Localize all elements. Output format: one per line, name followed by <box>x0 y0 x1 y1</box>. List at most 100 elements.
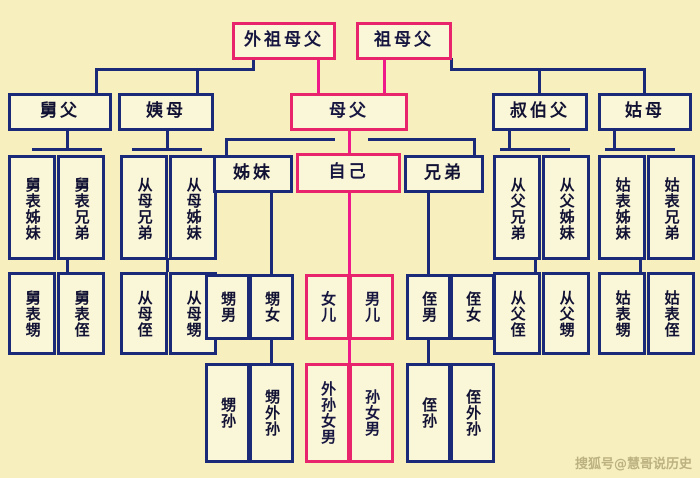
label-paternal-uncle-child-2: 从父姊妹 <box>557 176 576 241</box>
connector-maternal-uncle-down <box>66 131 69 151</box>
box-maternal-aunt[interactable]: 姨母 <box>118 93 214 131</box>
box-brothers-child-2[interactable]: 侄女 <box>450 274 495 340</box>
box-brothers-child-1[interactable]: 侄男 <box>406 274 451 340</box>
label-own-child-daughter: 女儿 <box>319 291 338 323</box>
box-paternal-uncle-grandchild-2[interactable]: 从父甥 <box>542 272 590 355</box>
label-brothers: 兄弟 <box>424 163 464 184</box>
connector-to-maternal-aunt <box>196 68 199 93</box>
label-parents: 母父 <box>329 101 369 122</box>
connector-maternal-grandparent-bar <box>95 68 255 71</box>
connector-parents-right-bar <box>368 138 476 141</box>
connector-niece-down <box>427 340 430 365</box>
label-maternal-aunt: 姨母 <box>146 101 186 122</box>
connector-paternal-cousins-down <box>534 258 537 272</box>
connector-paternal-aunt-bar <box>605 148 675 151</box>
box-paternal-aunt-child-1[interactable]: 姑表姊妹 <box>598 155 646 260</box>
box-own-grandchild-1[interactable]: 外孙女男 <box>305 363 350 463</box>
connector-father-line <box>383 58 386 93</box>
connector-paternal-grandparent-bar <box>450 68 646 71</box>
label-paternal-grandparents: 祖母父 <box>374 30 434 51</box>
box-paternal-uncle-child-2[interactable]: 从父姊妹 <box>542 155 590 260</box>
box-maternal-aunt-child-2[interactable]: 从母姊妹 <box>169 155 217 260</box>
label-own-grandchild-2: 孙女男 <box>363 389 382 437</box>
box-brothers-grandchild-2[interactable]: 侄外孙 <box>450 363 495 463</box>
connector-maternal-aunt-down <box>166 131 169 151</box>
label-paternal-uncle: 叔伯父 <box>510 101 570 122</box>
label-maternal-uncle-grandchild-1: 舅表甥 <box>23 289 42 338</box>
label-sisters-child-2: 甥女 <box>263 291 282 323</box>
connector-to-sisters <box>225 138 228 156</box>
connector-maternal-cousins-down <box>66 258 69 272</box>
label-own-grandchild-1: 外孙女男 <box>319 381 338 445</box>
label-maternal-uncle: 舅父 <box>40 101 80 122</box>
label-paternal-aunt-grandchild-2: 姑表侄 <box>662 289 681 338</box>
box-sisters-grandchild-1[interactable]: 甥孙 <box>205 363 250 463</box>
connector-paternal-grandparent-down <box>450 58 453 70</box>
label-paternal-aunt-child-1: 姑表姊妹 <box>613 176 632 241</box>
connector-to-maternal-uncle <box>95 68 98 93</box>
box-maternal-aunt-grandchild-1[interactable]: 从母侄 <box>120 272 168 355</box>
label-maternal-uncle-child-1: 舅表姊妹 <box>23 176 42 241</box>
label-sisters-grandchild-1: 甥孙 <box>219 397 238 429</box>
connector-parents-to-self <box>348 131 351 156</box>
box-sisters-child-1[interactable]: 甥男 <box>205 274 250 340</box>
connector-self-down <box>348 191 351 274</box>
label-sisters-grandchild-2: 甥外孙 <box>263 389 282 437</box>
label-maternal-aunt-child-1: 从母兄弟 <box>135 176 154 241</box>
connector-mother-line <box>317 58 320 93</box>
box-self[interactable]: 自己 <box>296 153 401 193</box>
box-maternal-uncle[interactable]: 舅父 <box>8 93 112 131</box>
label-maternal-aunt-grandchild-1: 从母侄 <box>135 289 154 338</box>
box-maternal-uncle-child-2[interactable]: 舅表兄弟 <box>57 155 105 260</box>
label-maternal-uncle-child-2: 舅表兄弟 <box>72 176 91 241</box>
box-own-child-son[interactable]: 男儿 <box>349 274 394 340</box>
label-own-child-son: 男儿 <box>363 291 382 323</box>
box-paternal-aunt[interactable]: 姑母 <box>598 93 692 131</box>
connector-parents-left-bar <box>225 138 335 141</box>
connector-brothers-down <box>427 191 430 274</box>
connector-paternal-uncle-down <box>508 131 511 151</box>
label-maternal-aunt-child-2: 从母姊妹 <box>184 176 203 241</box>
label-sisters: 姊妹 <box>233 163 273 184</box>
box-paternal-uncle[interactable]: 叔伯父 <box>492 93 588 131</box>
connector-paternal-aunt-down <box>613 131 616 151</box>
connector-children-down <box>348 340 351 365</box>
connector-maternal-aunt-bar <box>132 148 202 151</box>
box-maternal-uncle-child-1[interactable]: 舅表姊妹 <box>8 155 56 260</box>
box-sisters-grandchild-2[interactable]: 甥外孙 <box>249 363 294 463</box>
connector-to-paternal-aunt <box>643 68 646 93</box>
label-maternal-grandparents: 外祖母父 <box>244 30 324 51</box>
box-paternal-aunt-grandchild-1[interactable]: 姑表甥 <box>598 272 646 355</box>
box-paternal-aunt-child-2[interactable]: 姑表兄弟 <box>647 155 695 260</box>
box-brothers[interactable]: 兄弟 <box>404 155 484 193</box>
connector-to-brothers <box>473 138 476 156</box>
box-paternal-uncle-grandchild-1[interactable]: 从父侄 <box>493 272 541 355</box>
connector-to-paternal-uncle <box>538 68 541 93</box>
label-brothers-child-1: 侄男 <box>420 291 439 323</box>
box-paternal-grandparents[interactable]: 祖母父 <box>356 22 452 60</box>
box-paternal-aunt-grandchild-2[interactable]: 姑表侄 <box>647 272 695 355</box>
label-paternal-aunt: 姑母 <box>625 101 665 122</box>
box-sisters[interactable]: 姊妹 <box>213 155 293 193</box>
label-brothers-grandchild-2: 侄外孙 <box>464 389 483 437</box>
box-own-child-daughter[interactable]: 女儿 <box>305 274 350 340</box>
connector-paternal-aunt-cousins-down <box>639 258 642 272</box>
connector-maternal-uncle-bar <box>32 148 102 151</box>
label-maternal-uncle-grandchild-2: 舅表侄 <box>72 289 91 338</box>
box-maternal-grandparents[interactable]: 外祖母父 <box>232 22 336 60</box>
box-maternal-uncle-grandchild-1[interactable]: 舅表甥 <box>8 272 56 355</box>
box-maternal-uncle-grandchild-2[interactable]: 舅表侄 <box>57 272 105 355</box>
label-paternal-uncle-grandchild-2: 从父甥 <box>557 289 576 338</box>
box-brothers-grandchild-1[interactable]: 侄孙 <box>406 363 451 463</box>
label-maternal-aunt-grandchild-2: 从母甥 <box>184 289 203 338</box>
box-maternal-aunt-child-1[interactable]: 从母兄弟 <box>120 155 168 260</box>
box-own-grandchild-2[interactable]: 孙女男 <box>349 363 394 463</box>
box-paternal-uncle-child-1[interactable]: 从父兄弟 <box>493 155 541 260</box>
box-sisters-child-2[interactable]: 甥女 <box>249 274 294 340</box>
label-paternal-aunt-child-2: 姑表兄弟 <box>662 176 681 241</box>
box-parents[interactable]: 母父 <box>290 93 408 131</box>
label-paternal-uncle-grandchild-1: 从父侄 <box>508 289 527 338</box>
connector-paternal-uncle-bar <box>500 148 570 151</box>
connector-sisters-down <box>270 191 273 274</box>
